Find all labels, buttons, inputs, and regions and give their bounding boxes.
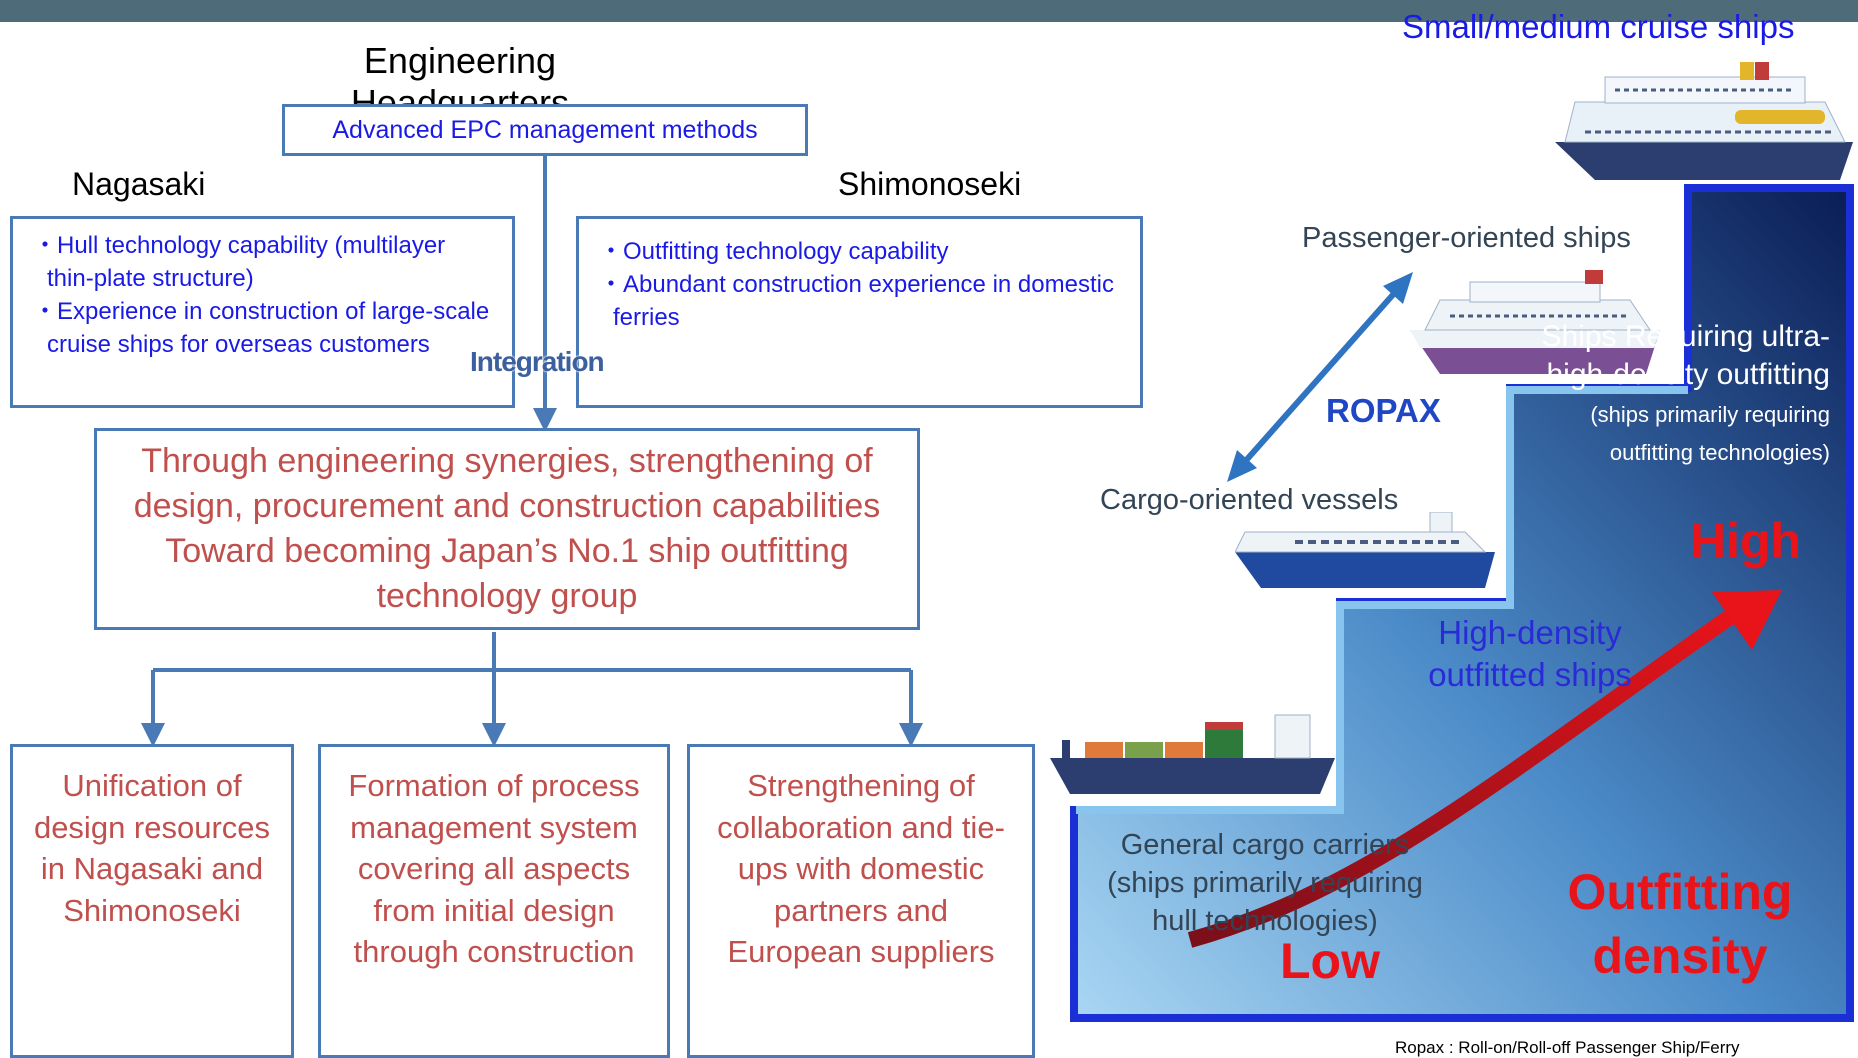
outfitting-staircase bbox=[1070, 184, 1854, 1022]
general-cargo-label: General cargo carriers (ships primarily … bbox=[1107, 829, 1423, 937]
high-density-label: High-density outfitted ships bbox=[1428, 614, 1632, 693]
passenger-ship-icon bbox=[1410, 270, 1660, 374]
outcome-box-2: Formation of process management system c… bbox=[318, 744, 670, 1058]
container-ship-icon bbox=[1050, 714, 1335, 794]
branch-connector bbox=[141, 632, 923, 747]
nagasaki-box: ・Hull technology capability (multilayer … bbox=[10, 216, 515, 408]
small-cruise-label: Small/medium cruise ships bbox=[1402, 8, 1795, 45]
passenger-ships-label: Passenger-oriented ships bbox=[1302, 222, 1631, 254]
cargo-oriented-label: Cargo-oriented vessels bbox=[1100, 484, 1399, 516]
outcome-text: Strengthening of collaboration and tie-u… bbox=[717, 768, 1005, 969]
ropax-label: ROPAX bbox=[1326, 392, 1441, 429]
ultra-high-density-label: Ships Requiring ultra-high-density outfi… bbox=[1512, 318, 1830, 470]
outfitting-density-label: Outfitting density bbox=[1567, 864, 1793, 984]
ultra-main-text: Ships Requiring ultra-high-density outfi… bbox=[1541, 320, 1830, 391]
low-label: Low bbox=[1280, 933, 1380, 989]
outcome-text: Formation of process management system c… bbox=[348, 768, 640, 969]
outcome-text: Unification of design resources in Nagas… bbox=[33, 768, 271, 928]
outcome-box-1: Unification of design resources in Nagas… bbox=[10, 744, 294, 1058]
shimonoseki-box: ・Outfitting technology capability ・Abund… bbox=[576, 216, 1143, 408]
nagasaki-bullet: ・Hull technology capability (multilayer … bbox=[33, 232, 446, 292]
main-goal-text: Through engineering synergies, strengthe… bbox=[133, 442, 881, 615]
small-cruise-ship-icon bbox=[1555, 62, 1853, 180]
cargo-ferry-icon bbox=[1235, 512, 1495, 588]
flow-connectors bbox=[141, 156, 923, 747]
epc-box: Advanced EPC management methods bbox=[282, 104, 808, 156]
shimonoseki-bullet: ・Outfitting technology capability bbox=[599, 238, 949, 265]
high-label: High bbox=[1690, 513, 1802, 569]
shimonoseki-label: Shimonoseki bbox=[838, 166, 1022, 202]
nagasaki-label: Nagasaki bbox=[72, 166, 206, 202]
nagasaki-bullet: ・Experience in construction of large-sca… bbox=[33, 298, 490, 358]
ropax-double-arrow bbox=[1227, 272, 1413, 482]
integration-label: Integration bbox=[470, 346, 605, 377]
ultra-note-text: (ships primarily requiring outfitting te… bbox=[1590, 402, 1830, 465]
top-banner bbox=[0, 0, 1858, 22]
density-arrow bbox=[1187, 590, 1782, 948]
footnote: Ropax : Roll-on/Roll-off Passenger Ship/… bbox=[1395, 1038, 1740, 1057]
shimonoseki-bullet: ・Abundant construction experience in dom… bbox=[599, 271, 1114, 331]
outcome-box-3: Strengthening of collaboration and tie-u… bbox=[687, 744, 1035, 1058]
main-goal-box: Through engineering synergies, strengthe… bbox=[94, 428, 920, 630]
